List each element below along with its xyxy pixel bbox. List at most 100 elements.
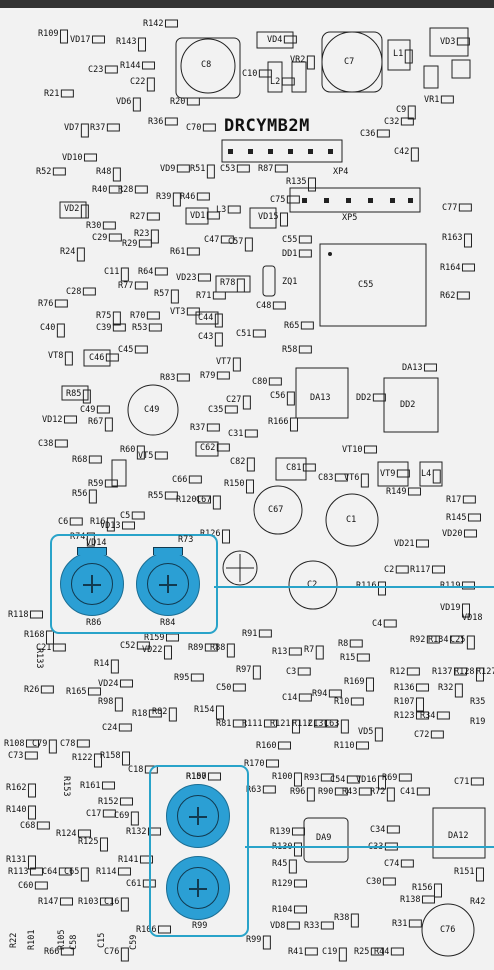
adjust-screw-icon	[71, 563, 113, 605]
passive-component	[334, 473, 348, 482]
designator-label: R143	[116, 37, 137, 47]
cap-c49-body	[127, 384, 179, 436]
passive-component	[426, 635, 440, 644]
designator-label: R120	[176, 495, 197, 505]
mounting-mark	[222, 550, 258, 586]
passive-component	[121, 751, 130, 766]
passive-component	[396, 469, 410, 478]
designator-label: VR1	[424, 95, 440, 105]
passive-component	[63, 415, 77, 424]
passive-component	[433, 883, 442, 898]
passive-component	[232, 357, 241, 372]
trimmer-label: VD14	[86, 538, 107, 548]
trimmer-r100[interactable]	[166, 784, 230, 848]
passive-component	[164, 117, 178, 126]
designator-label: C81	[286, 463, 302, 473]
board-title: DRCYMB2M	[224, 116, 310, 136]
passive-component	[146, 212, 160, 221]
trimmer-group-lower[interactable]	[149, 765, 249, 937]
passive-component	[186, 307, 200, 316]
connector-pad	[368, 198, 373, 203]
designator-label: C22	[130, 77, 146, 87]
passive-component	[293, 905, 307, 914]
designator-label: C79	[32, 739, 48, 749]
trimmer-r86[interactable]	[60, 547, 124, 616]
designator-label: VT9	[380, 469, 396, 479]
passive-component	[320, 773, 334, 782]
passive-component	[76, 247, 85, 262]
connector-label-xp5: XP5	[342, 213, 358, 223]
passive-component	[461, 581, 475, 590]
designator-label: VD1	[190, 211, 206, 221]
designator-label: C54	[330, 775, 346, 785]
trimmer-r84[interactable]	[136, 547, 200, 616]
designator-label: R60	[120, 445, 136, 455]
passive-component	[410, 147, 419, 162]
passive-component	[188, 475, 202, 484]
connector-pad	[308, 149, 313, 154]
passive-component	[64, 351, 73, 366]
trimmer-label: R84	[160, 618, 176, 628]
designator-label: C2	[384, 565, 395, 575]
designator-label: C72	[414, 730, 430, 740]
designator-label: C51	[236, 329, 252, 339]
passive-component	[449, 635, 463, 644]
passive-component	[119, 797, 133, 806]
designator-label: VR2	[290, 55, 306, 65]
passive-component	[206, 211, 220, 220]
cap-c76-body	[421, 903, 475, 957]
passive-component	[416, 787, 430, 796]
passive-component	[121, 521, 135, 530]
designator-label: R161	[80, 781, 101, 791]
designator-label: C31	[228, 429, 244, 439]
designator-label: R59	[88, 479, 104, 489]
designator-label: R37	[190, 423, 206, 433]
designator-label: R104	[272, 905, 293, 915]
cap-label-c1: C1	[346, 515, 357, 525]
passive-component	[377, 775, 386, 790]
designator-label: VD19	[440, 603, 461, 613]
passive-component	[91, 35, 105, 44]
passive-component	[88, 489, 97, 504]
designator-label: VT7	[216, 357, 232, 367]
passive-component	[112, 311, 121, 326]
trimmer-r99[interactable]	[166, 856, 230, 920]
designator-label: R74	[70, 532, 86, 542]
designator-label: R83	[160, 373, 176, 383]
designator-label: C80	[252, 377, 268, 387]
designator-label: C67	[196, 495, 212, 505]
designator-label: R16	[90, 517, 106, 527]
passive-component	[96, 405, 110, 414]
designator-label: C70	[186, 123, 202, 133]
passive-component	[372, 393, 386, 402]
passive-component	[340, 719, 349, 734]
passive-component	[265, 759, 279, 768]
passive-component	[463, 233, 472, 248]
trimmer-label: R99	[192, 921, 208, 931]
passive-component	[431, 565, 445, 574]
passive-component	[293, 842, 302, 857]
passive-component	[34, 881, 48, 890]
designator-label: R131	[6, 855, 27, 865]
passive-component	[104, 479, 118, 488]
designator-label: R76	[38, 299, 54, 309]
passive-component	[291, 719, 300, 734]
passive-component	[216, 371, 230, 380]
connector-pad	[302, 198, 307, 203]
trimmer-group-upper[interactable]	[50, 534, 218, 634]
designator-label: C56	[270, 391, 286, 401]
passive-component	[293, 879, 307, 888]
passive-component	[258, 69, 272, 78]
designator-label: C55	[282, 235, 298, 245]
designator-label: R100	[272, 772, 293, 782]
passive-component	[274, 164, 288, 173]
designator-label: R105	[57, 929, 67, 950]
designator-label: C44	[198, 313, 214, 323]
designator-label: VT8	[48, 351, 64, 361]
designator-label: R108	[4, 739, 25, 749]
connector-pad	[248, 149, 253, 154]
ic-dd1-outline	[319, 243, 427, 327]
crystal-label: ZQ1	[282, 277, 298, 287]
passive-component	[377, 581, 386, 596]
